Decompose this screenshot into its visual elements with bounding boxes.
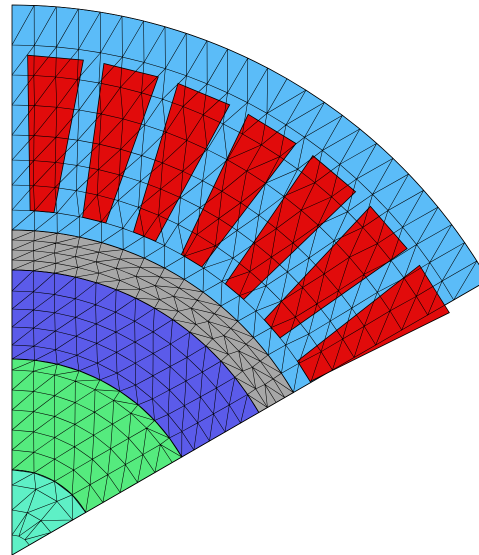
mesh-triangles [11, 4, 479, 546]
mesh-lines [11, 4, 479, 546]
